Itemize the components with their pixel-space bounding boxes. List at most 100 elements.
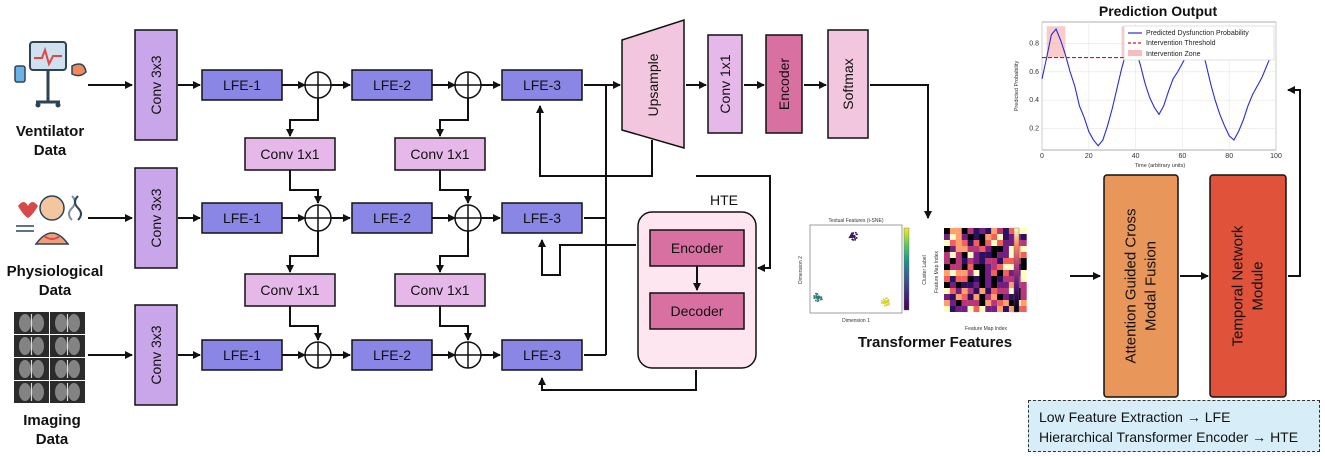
- sum-node: [304, 341, 332, 369]
- heatmap-cell: [961, 252, 968, 258]
- conv3-block-top: Conv 3x3: [134, 29, 178, 141]
- heatmap-cell: [991, 228, 998, 234]
- heatmap-cell: [961, 246, 968, 252]
- legend-line-hte: Hierarchical Transformer Encoder → HTE: [1039, 429, 1299, 445]
- scatter-point: [887, 299, 889, 302]
- heatmap-cell: [1008, 300, 1015, 306]
- heatmap-cell: [1003, 240, 1009, 246]
- heatmap-cell: [997, 282, 1004, 288]
- scatter-point: [850, 234, 853, 236]
- encoder-block-head: Encoder: [765, 34, 803, 134]
- imaging-label-1: Imaging: [23, 412, 81, 429]
- ventilator-label-1: Ventilator: [16, 123, 85, 140]
- heatmap-cell: [1020, 282, 1027, 288]
- lfe-block: LFE-1: [201, 69, 283, 101]
- heatmap-cell: [991, 252, 998, 258]
- heatmap-cell: [955, 276, 962, 282]
- y-tick-label: 0.2: [1029, 126, 1039, 133]
- lfe-block: LFE-1: [201, 202, 283, 234]
- heatmap-cell: [997, 264, 1004, 270]
- conv1-label: Conv 1x1: [717, 54, 733, 113]
- heatmap-cell: [985, 228, 992, 234]
- heatmap-cell: [991, 300, 998, 306]
- heatmap-cell: [1003, 246, 1009, 252]
- heatmap-cell: [944, 300, 950, 306]
- x-tick-label: 0: [1040, 153, 1044, 160]
- legend-item-probability: Predicted Dysfunction Probability: [1146, 30, 1249, 37]
- heatmap-cell: [1003, 276, 1009, 282]
- heatmap-cell: [1020, 252, 1027, 258]
- heatmap-cell: [961, 240, 968, 246]
- heatmap-cell: [985, 276, 992, 282]
- xray-thumbnail: [14, 358, 49, 380]
- heatmap-ylabel: Feature Map Index: [934, 251, 940, 293]
- heatmap-cell: [1008, 258, 1015, 264]
- legend-line-lfe: Low Feature Extraction → LFE: [1039, 409, 1231, 425]
- heatmap-cell: [997, 246, 1004, 252]
- heatmap-cell: [961, 270, 968, 276]
- xray-thumbnail: [14, 312, 49, 334]
- heatmap-cell: [991, 234, 998, 240]
- connectors: [88, 81, 1301, 391]
- heatmap-cell: [1003, 264, 1009, 270]
- scatter-point: [851, 238, 854, 241]
- conv3-label: Conv 3x3: [148, 188, 164, 247]
- heatmap-cell: [997, 240, 1004, 246]
- lfe-label: LFE-1: [223, 77, 261, 93]
- heatmap-cell: [1003, 288, 1009, 294]
- sum-node: [304, 204, 332, 232]
- transformer-features-caption: Transformer Features: [858, 334, 1012, 351]
- heatmap-cell: [949, 270, 956, 276]
- heatmap-cell: [955, 234, 962, 240]
- heatmap-cell: [1020, 270, 1027, 276]
- y-tick-label: 0.8: [1029, 40, 1039, 47]
- heatmap-cell: [967, 246, 974, 252]
- heatmap-cell: [979, 228, 986, 234]
- heatmap-cell: [949, 258, 956, 264]
- heatmap-cell: [1020, 234, 1027, 240]
- lfe-block: LFE-3: [501, 69, 583, 101]
- heatmap-cell: [961, 306, 968, 312]
- scatter-point: [852, 236, 854, 238]
- heatmap-cell: [997, 276, 1004, 282]
- heatmap-cell: [1008, 294, 1015, 300]
- decoder-label: Decoder: [671, 303, 724, 319]
- heatmap-cell: [944, 264, 950, 270]
- lfe-label: LFE-2: [373, 210, 411, 226]
- heatmap-cell: [967, 288, 974, 294]
- heatmap-cell: [1020, 228, 1027, 234]
- scatter-point: [815, 296, 818, 299]
- heatmap-cell: [949, 306, 956, 312]
- xray-thumbnail: [14, 381, 49, 403]
- heatmap-cell: [973, 258, 980, 264]
- heatmap-cell: [967, 228, 974, 234]
- lfe-label: LFE-3: [523, 347, 561, 363]
- upsample-block: Upsample: [621, 18, 685, 149]
- heatmap-cell: [944, 240, 950, 246]
- heatmap-cell: [949, 234, 956, 240]
- scatter-point: [854, 237, 856, 240]
- heatmap-cell: [985, 294, 992, 300]
- lfe-block: LFE-3: [501, 339, 583, 371]
- lfe-block: LFE-2: [351, 339, 433, 371]
- transformer-features-panel: Textual Features (t-SNE) Dimension 1 Dim…: [798, 218, 1027, 351]
- scatter-point: [852, 234, 854, 237]
- heatmap-cell: [985, 264, 992, 270]
- x-tick-label: 100: [1270, 153, 1282, 160]
- heatmap-cell: [961, 258, 968, 264]
- heatmap-cell: [991, 246, 998, 252]
- lfe-label: LFE-1: [223, 210, 261, 226]
- heatmap-cell: [1008, 240, 1015, 246]
- heatmap-cell: [973, 306, 980, 312]
- x-tick-label: 60: [1179, 153, 1187, 160]
- heatmap-cell: [1003, 228, 1009, 234]
- heatmap-cell: [955, 294, 962, 300]
- heatmap-cell: [997, 270, 1004, 276]
- scatter-point: [884, 301, 887, 303]
- sum-node: [454, 71, 482, 99]
- x-tick-label: 40: [1132, 153, 1140, 160]
- heatmap-cell: [967, 240, 974, 246]
- scatter-point: [815, 292, 817, 295]
- feature-heatmap: Feature Map Index Feature Map Index: [934, 227, 1027, 332]
